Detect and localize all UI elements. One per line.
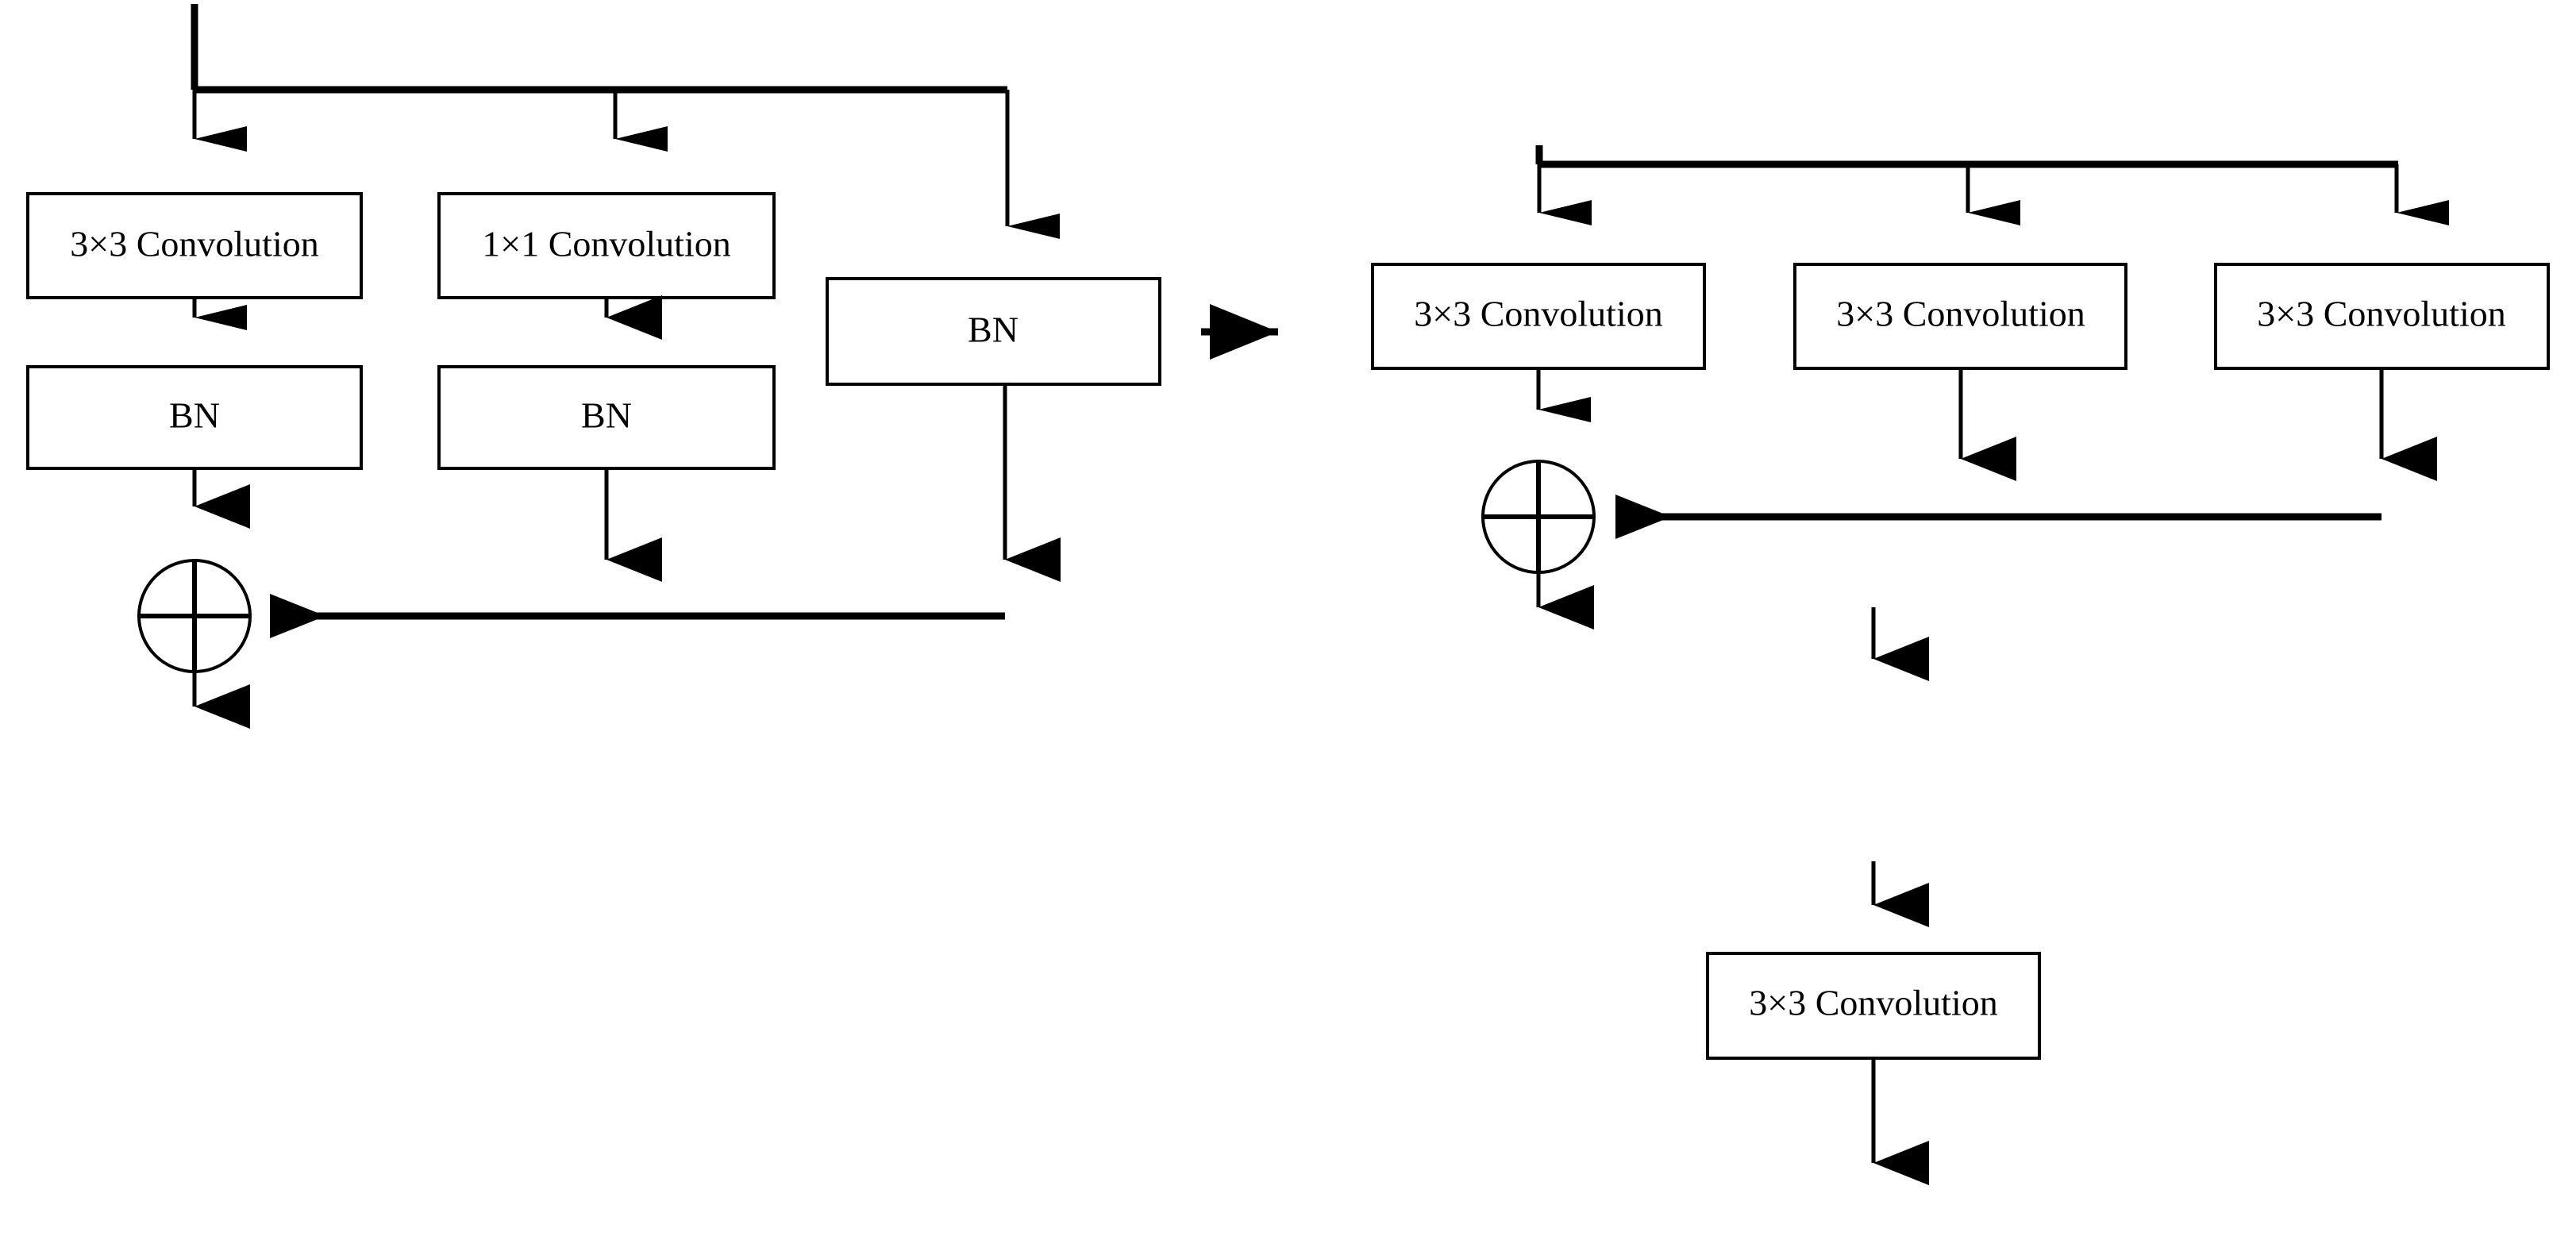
node-r-conv-b[interactable] [1793,263,2127,370]
plus-circle-icon-left [137,559,252,673]
node-right-bn-label: BN [968,310,1018,350]
node-left-bn-label: BN [169,395,220,436]
node-r-conv-b-label: 3×3 Convolution [1836,294,2085,334]
node-r-conv-a[interactable] [1371,263,1706,370]
node-mid-conv1x1[interactable] [437,192,776,299]
three-branch-conv-block: 3×3 Convolution 3×3 Convolution 3×3 Conv… [1371,145,2550,630]
node-mid-bn[interactable] [437,365,776,470]
node-r-conv-c[interactable] [2214,263,2550,370]
multi-branch-training-block: 3×3 Convolution BN 1×1 Convolution BN BN [26,4,1161,729]
node-right-bn[interactable] [826,277,1161,386]
node-fused-conv[interactable] [1706,952,2041,1060]
plus-circle-icon-right [1481,460,1596,574]
node-r-conv-a-label: 3×3 Convolution [1414,294,1662,334]
node-fused-conv-label: 3×3 Convolution [1749,983,1997,1023]
node-left-bn[interactable] [26,365,363,470]
node-mid-conv1x1-label: 1×1 Convolution [482,224,730,264]
node-r-conv-c-label: 3×3 Convolution [2257,294,2505,334]
node-left-conv3x3-label: 3×3 Convolution [70,224,318,264]
fused-conv-block: 3×3 Convolution [1706,607,2041,1185]
node-mid-bn-label: BN [581,395,632,436]
node-left-conv3x3[interactable] [26,192,363,299]
